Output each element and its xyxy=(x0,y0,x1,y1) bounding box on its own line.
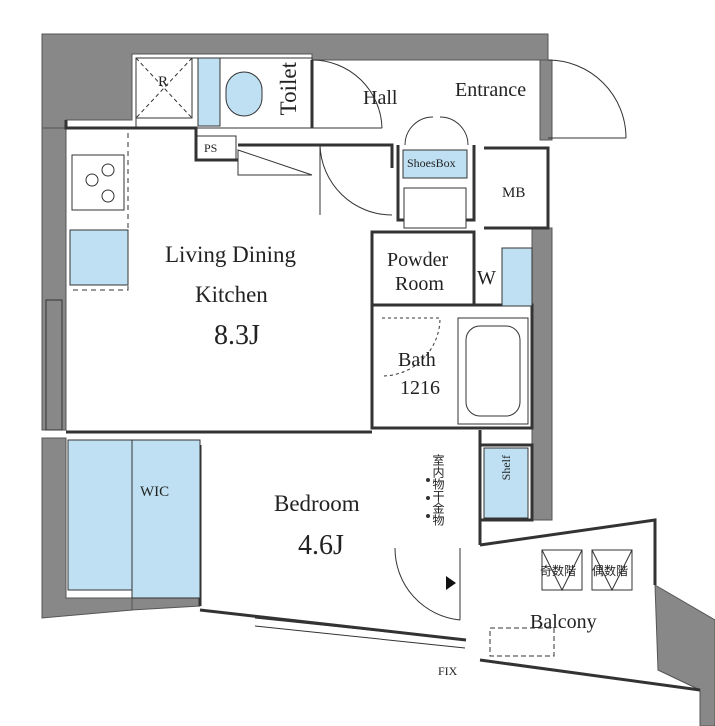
balcony-label: Balcony xyxy=(530,611,597,633)
r-box xyxy=(135,57,193,119)
bedroom-area: 4.6J xyxy=(298,530,344,561)
bathtub-inner xyxy=(465,325,521,417)
exterior-wall-left xyxy=(41,127,67,431)
ps-diag xyxy=(237,149,313,176)
hall-label: Hall xyxy=(363,87,398,109)
exterior-wall-right xyxy=(531,227,553,521)
ldk-area: 8.3J xyxy=(214,320,260,351)
powder-label-line1: Powder xyxy=(387,249,449,271)
evac-even-label: 偶数階 xyxy=(592,564,629,578)
evac-x-2 xyxy=(591,549,633,592)
ps-label: PS xyxy=(204,141,218,155)
toilet-tank xyxy=(197,57,221,127)
bedroom-label: Bedroom xyxy=(274,491,360,516)
ps-box xyxy=(195,135,237,161)
powder-label-line2: Room xyxy=(395,273,444,295)
bath-size: 1216 xyxy=(400,377,440,399)
drying-dot-1 xyxy=(426,478,430,482)
wall-hall-bottom xyxy=(238,143,394,168)
mb-label: MB xyxy=(502,185,526,201)
kitchen-counter xyxy=(70,127,129,291)
door-bedroom-arc xyxy=(394,547,461,621)
drying-dot-3 xyxy=(426,514,430,518)
fix-label: FIX xyxy=(438,664,458,678)
shoesbox xyxy=(402,149,468,179)
wic-shelf-mid xyxy=(131,439,201,599)
exterior-wall-right-top xyxy=(539,59,553,141)
door-shoes-1 xyxy=(404,116,434,146)
wic-label: WIC xyxy=(140,484,170,500)
entrance-label: Entrance xyxy=(455,79,527,101)
door-ldk-arc xyxy=(319,144,393,216)
door-entrance-arc xyxy=(547,59,627,139)
shelf-label: Shelf xyxy=(499,455,513,481)
washer xyxy=(501,247,533,307)
kitchen-sink xyxy=(69,229,129,286)
window-ldk xyxy=(45,299,63,431)
wall-balcony-bottom xyxy=(479,658,701,692)
wic-shelf-left xyxy=(67,439,133,591)
balcony-edge-right xyxy=(654,584,715,726)
w-label: W xyxy=(477,267,496,289)
window-bedroom xyxy=(254,617,466,649)
shoesbox-label: ShoesBox xyxy=(407,156,456,170)
bath-label: Bath xyxy=(398,349,436,371)
ac-outdoor xyxy=(489,627,555,657)
washbasin xyxy=(403,187,467,229)
door-shoes-2 xyxy=(439,116,469,146)
toilet-label: Toilet xyxy=(276,62,301,116)
evac-x-1 xyxy=(541,549,583,592)
wall-mb xyxy=(484,146,550,230)
evac-odd-label: 奇数階 xyxy=(540,564,577,578)
door-arrow xyxy=(446,576,456,590)
r-label: R xyxy=(158,74,169,90)
burner-1 xyxy=(85,173,99,187)
burner-2 xyxy=(101,163,115,177)
wall-bath xyxy=(370,303,534,430)
wall-balcony xyxy=(479,518,657,585)
drying-dot-2 xyxy=(426,496,430,500)
exterior-wall-bottom-left xyxy=(131,597,201,611)
ldk-label-line2: Kitchen xyxy=(195,282,268,307)
wall-shelf xyxy=(480,443,534,522)
door-hall-arc xyxy=(311,59,383,129)
toilet-bowl xyxy=(225,71,263,117)
shelf-unit xyxy=(483,447,529,519)
ldk-label-line1: Living Dining xyxy=(165,242,296,267)
burner-3 xyxy=(101,189,115,203)
drying-hardware-label: 室内物干金物 xyxy=(431,454,445,526)
